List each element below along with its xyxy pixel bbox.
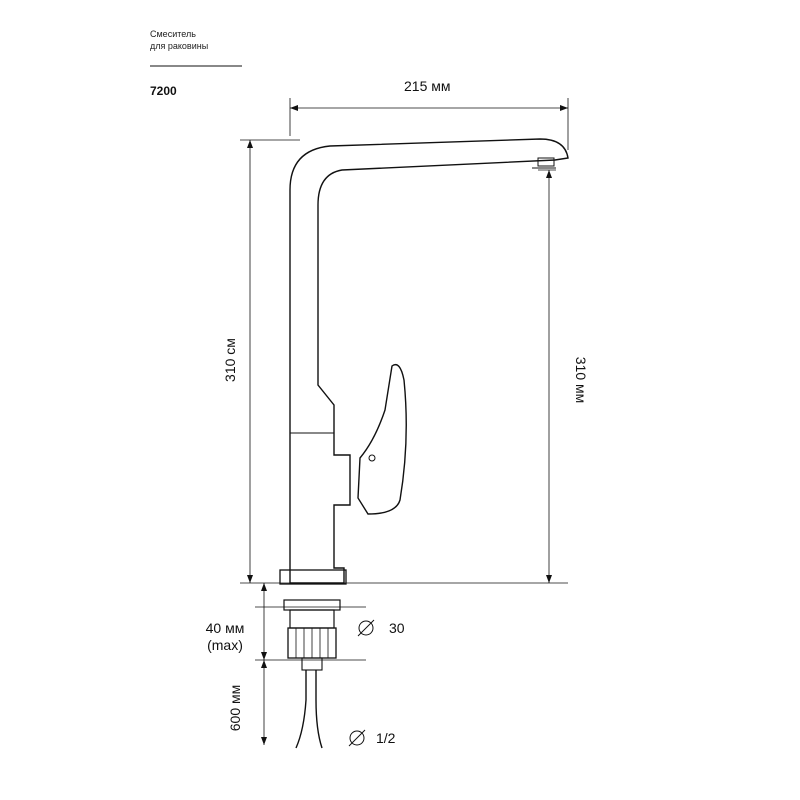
arrowhead-left-bottom (247, 575, 253, 583)
lever-pivot (368, 454, 376, 462)
product-title: Смеситель для раковины (150, 28, 208, 52)
mount-depth-max: (max) (207, 637, 243, 653)
width-label: 215 мм (404, 78, 451, 94)
arrowhead-hose-bottom (261, 737, 267, 745)
mounting-washer (283, 599, 341, 611)
mount-depth-label: 40 мм (max) (200, 620, 250, 654)
arrowhead-left-top (247, 140, 253, 148)
diameter-symbol-hole (358, 620, 374, 636)
hole-diameter-label: 30 (389, 620, 405, 636)
aerator (537, 157, 555, 167)
height-right-label: 310 мм (573, 356, 589, 404)
diameter-symbol-thread (349, 730, 365, 746)
arrowhead-hose-top (261, 660, 267, 668)
hose-right (315, 670, 323, 749)
hose-fitting (301, 657, 323, 671)
arrowhead-width-left (290, 105, 298, 111)
lever-handle (357, 363, 407, 515)
title-line-1: Смеситель (150, 29, 196, 39)
mount-depth-value: 40 мм (205, 620, 245, 636)
title-line-2: для раковины (150, 41, 209, 51)
faucet-body-outline (289, 138, 569, 584)
mounting-stud (289, 609, 335, 629)
hose-left (295, 670, 307, 749)
arrowhead-width-right (560, 105, 568, 111)
base-flange (279, 569, 347, 585)
arrowhead-mount-bottom (261, 652, 267, 660)
arrowhead-right-top (546, 170, 552, 178)
arrowhead-right-bottom (546, 575, 552, 583)
model-number: 7200 (150, 84, 177, 98)
height-left-label: 310 см (222, 338, 238, 382)
hose-length-label: 600 мм (227, 684, 243, 732)
arrowhead-mount-top (261, 583, 267, 591)
thread-size-label: 1/2 (376, 730, 396, 746)
